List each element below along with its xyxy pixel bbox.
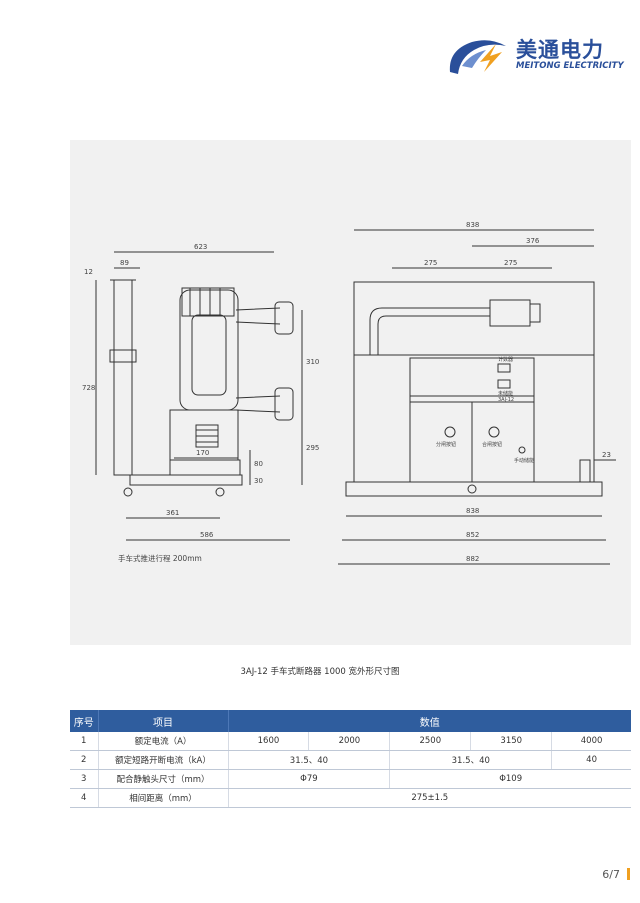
row-item: 相间距离（mm） [98,788,229,808]
row-item: 额定电流（A） [98,732,229,751]
row-value: 1600 [228,732,310,751]
spec-table: 序号 项目 数值 1 额定电流（A） 1600 2000 2500 3150 4… [70,710,631,808]
brand-logo: 美通电力 MEITONG ELECTRICITY [440,32,632,82]
panel-label-close-button: 合闸按钮 [482,441,502,448]
row-value: 40 [551,750,631,770]
dim-882: 882 [466,555,479,563]
stroke-note: 手车式推进行程 200mm [118,553,202,563]
dim-361: 361 [166,509,179,517]
dim-275-right: 275 [504,259,517,267]
row-value: Φ79 [228,769,391,789]
figure-caption: 3AJ-12 手车式断路器 1000 宽外形尺寸图 [240,667,400,677]
row-no: 4 [70,788,99,808]
row-no: 1 [70,732,99,751]
table-row: 1 额定电流（A） 1600 2000 2500 3150 4000 [70,732,631,751]
dim-89: 89 [120,259,129,267]
row-no: 3 [70,769,99,789]
dim-12: 12 [84,268,93,276]
dim-852: 852 [466,531,479,539]
header-item: 项目 [98,710,229,732]
panel-label-open-button: 分闸按钮 [436,441,456,448]
dim-80: 80 [254,460,263,468]
dim-170: 170 [196,449,209,457]
row-no: 2 [70,750,99,770]
dim-23: 23 [602,451,611,459]
page-accent-bar [627,868,630,880]
row-item: 额定短路开断电流（kA） [98,750,229,770]
technical-drawing: 623 89 12 728 310 295 170 80 30 361 586 … [70,140,631,645]
row-value: Φ109 [389,769,631,789]
panel-label-counter: 计数器 [498,356,513,363]
table-header-row: 序号 项目 数值 [70,710,631,732]
panel-label-uncharged: 未储能 [498,390,513,397]
drawing-canvas: 623 89 12 728 310 295 170 80 30 361 586 … [82,221,616,565]
table-row: 2 额定短路开断电流（kA） 31.5、40 31.5、40 40 [70,750,631,770]
dim-376: 376 [526,237,540,245]
row-value: 3150 [470,732,553,751]
row-value: 275±1.5 [228,788,631,808]
dim-623: 623 [194,243,207,251]
dim-838-bottom: 838 [466,507,479,515]
dim-310: 310 [306,358,319,366]
panel-label-manual-charge: 手动储能 [514,457,534,464]
row-item: 配合静触头尺寸（mm） [98,769,229,789]
dim-728: 728 [82,384,95,392]
header-value: 数值 [228,710,631,732]
page-number: 6/7 [602,868,620,881]
dim-586: 586 [200,531,214,539]
dim-275-left: 275 [424,259,437,267]
header-no: 序号 [70,710,99,732]
row-value: 31.5、40 [228,750,391,770]
meitong-logo-icon [449,40,506,74]
row-value: 2000 [308,732,391,751]
brand-name-en: MEITONG ELECTRICITY [516,61,624,71]
row-value: 4000 [551,732,631,751]
brand-name-cn: 美通电力 [516,38,604,62]
dim-30: 30 [254,477,263,485]
table-row: 4 相间距离（mm） 275±1.5 [70,788,631,808]
panel-label-model: 3AJ-12 [498,397,514,403]
row-value: 31.5、40 [389,750,553,770]
dim-295: 295 [306,444,319,452]
table-row: 3 配合静触头尺寸（mm） Φ79 Φ109 [70,769,631,789]
dim-838-top: 838 [466,221,479,229]
row-value: 2500 [389,732,472,751]
